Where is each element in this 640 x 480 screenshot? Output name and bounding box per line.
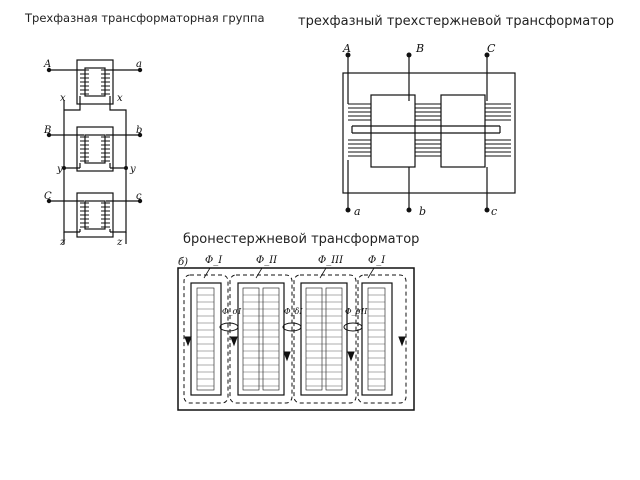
- label-A-top: A: [342, 42, 351, 55]
- label-z-primary: z: [59, 237, 66, 248]
- limb-2: [440, 94, 486, 168]
- group-title: Трехфазная трансформаторная группа: [25, 11, 265, 25]
- label-B-top: B: [415, 42, 424, 55]
- label-a-bottom: a: [354, 205, 361, 218]
- flux-mid-1: Φ_σI: [222, 307, 242, 316]
- panel-label: б): [178, 257, 188, 268]
- shell-diagram: [177, 267, 415, 411]
- label-y-secondary: y: [129, 164, 136, 175]
- label-c-secondary: c: [136, 191, 142, 202]
- transformer-core-3: [76, 192, 114, 238]
- label-b-bottom: b: [419, 205, 426, 218]
- flux-label-2: Φ_II: [256, 255, 278, 266]
- flux-mid-2: Φ_δI: [284, 307, 303, 316]
- label-x-primary: x: [60, 93, 66, 104]
- label-C-primary: C: [44, 191, 52, 202]
- group-diagram: [46, 59, 143, 244]
- transformer-core-1: [76, 59, 114, 105]
- limb-1: [370, 94, 416, 168]
- label-a-secondary: a: [136, 59, 142, 70]
- flux-mid-3: Φ_σII: [345, 307, 368, 316]
- label-c-bottom: c: [491, 205, 497, 218]
- shell-title: бронестержневой трансформатор: [183, 232, 420, 247]
- label-y-primary: y: [56, 164, 63, 175]
- flux-label-4: Φ_I: [368, 255, 386, 266]
- flux-label-3: Φ_III: [318, 255, 344, 266]
- three-core-title: трехфазный трехстержневой трансформатор: [298, 14, 615, 29]
- shell-outline: [177, 267, 415, 411]
- label-z-secondary: z: [116, 237, 123, 248]
- label-A-primary: A: [43, 59, 51, 70]
- label-x-secondary: x: [117, 93, 123, 104]
- flux-label-1: Φ_I: [205, 255, 223, 266]
- label-B-primary: B: [43, 125, 51, 136]
- three-core-diagram: [342, 52, 516, 213]
- transformer-core-2: [76, 126, 114, 172]
- label-C-top: C: [487, 42, 496, 55]
- core-frame: [342, 72, 516, 194]
- label-b-secondary: b: [136, 125, 142, 136]
